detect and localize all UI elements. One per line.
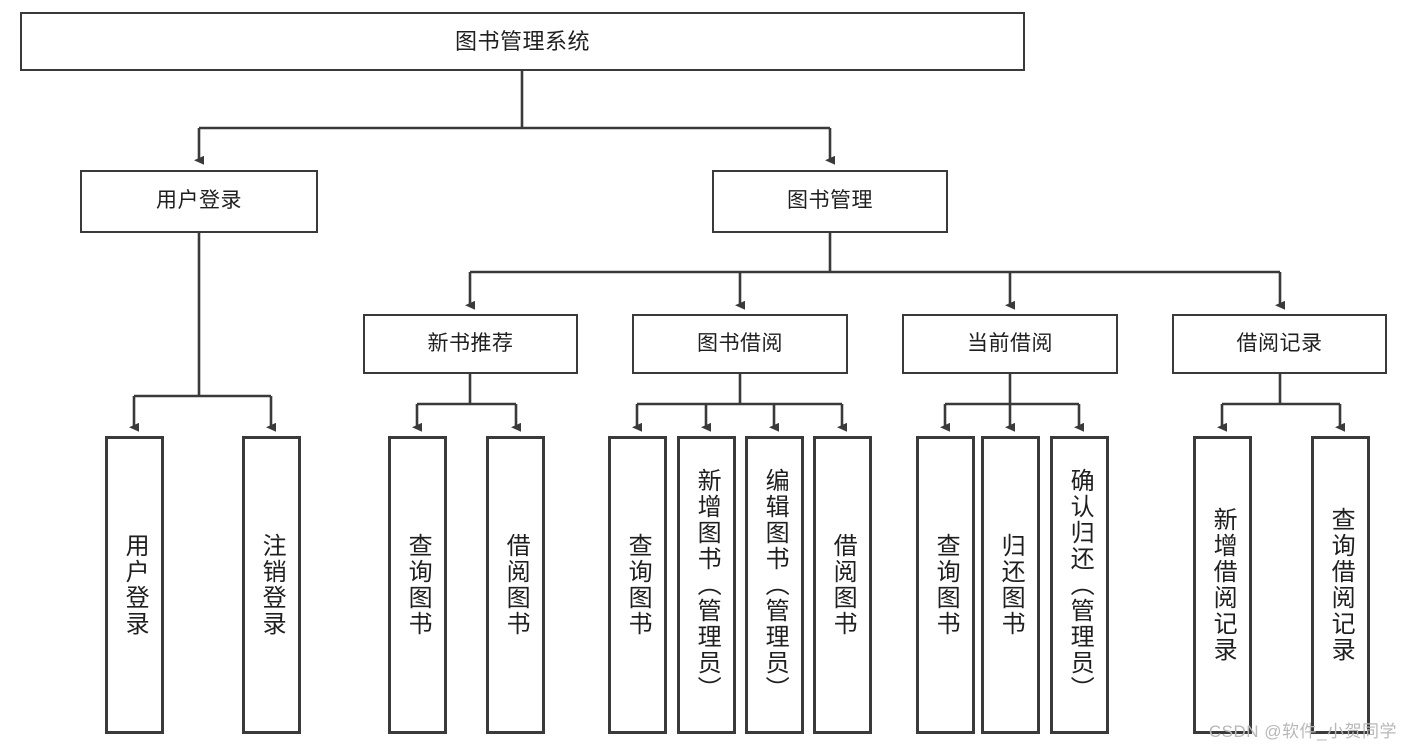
leaf-query-book-2-label: 查询图书	[624, 533, 652, 637]
node-user-login-label: 用户登录	[156, 189, 242, 213]
leaf-query-book-3[interactable]: 查询图书	[916, 436, 975, 734]
node-current-borrow[interactable]: 当前借阅	[902, 314, 1118, 374]
node-user-login[interactable]: 用户登录	[80, 170, 318, 233]
leaf-logout-login[interactable]: 注销登录	[242, 436, 301, 734]
node-book-management[interactable]: 图书管理	[712, 170, 948, 233]
leaf-edit-book[interactable]: 编辑图书（管理员）	[745, 436, 804, 734]
leaf-query-record[interactable]: 查询借阅记录	[1311, 436, 1370, 734]
leaf-confirm-return-label: 确认归还（管理员）	[1066, 468, 1094, 702]
leaf-borrow-book-1[interactable]: 借阅图书	[486, 436, 545, 734]
leaf-confirm-return[interactable]: 确认归还（管理员）	[1050, 436, 1109, 734]
leaf-edit-book-label: 编辑图书（管理员）	[761, 468, 789, 702]
node-book-borrow[interactable]: 图书借阅	[632, 314, 848, 374]
leaf-logout-login-label: 注销登录	[258, 533, 286, 637]
node-borrow-record[interactable]: 借阅记录	[1172, 314, 1387, 374]
leaf-query-book-3-label: 查询图书	[932, 533, 960, 637]
leaf-query-book-1-label: 查询图书	[404, 533, 432, 637]
csdn-watermark: CSDN @软件_小贺同学	[1208, 722, 1397, 741]
node-new-book-recommend-label: 新书推荐	[427, 331, 514, 355]
node-new-book-recommend[interactable]: 新书推荐	[363, 314, 578, 374]
leaf-return-book[interactable]: 归还图书	[981, 436, 1040, 734]
node-book-management-label: 图书管理	[787, 189, 873, 213]
leaf-borrow-book-2-label: 借阅图书	[829, 533, 857, 637]
leaf-add-record[interactable]: 新增借阅记录	[1193, 436, 1252, 734]
leaf-user-login[interactable]: 用户登录	[105, 436, 164, 734]
node-root-label: 图书管理系统	[454, 28, 590, 54]
node-current-borrow-label: 当前借阅	[967, 331, 1053, 355]
leaf-add-book-label: 新增图书（管理员）	[693, 468, 721, 702]
leaf-add-book[interactable]: 新增图书（管理员）	[677, 436, 736, 734]
leaf-borrow-book-2[interactable]: 借阅图书	[813, 436, 872, 734]
leaf-query-record-label: 查询借阅记录	[1327, 507, 1355, 663]
node-book-borrow-label: 图书借阅	[697, 331, 783, 355]
leaf-query-book-2[interactable]: 查询图书	[608, 436, 667, 734]
leaf-return-book-label: 归还图书	[997, 533, 1025, 637]
node-borrow-record-label: 借阅记录	[1236, 331, 1323, 355]
leaf-user-login-label: 用户登录	[121, 533, 149, 637]
leaf-borrow-book-1-label: 借阅图书	[502, 533, 530, 637]
leaf-query-book-1[interactable]: 查询图书	[388, 436, 447, 734]
node-root[interactable]: 图书管理系统	[20, 12, 1025, 71]
leaf-add-record-label: 新增借阅记录	[1209, 507, 1237, 663]
